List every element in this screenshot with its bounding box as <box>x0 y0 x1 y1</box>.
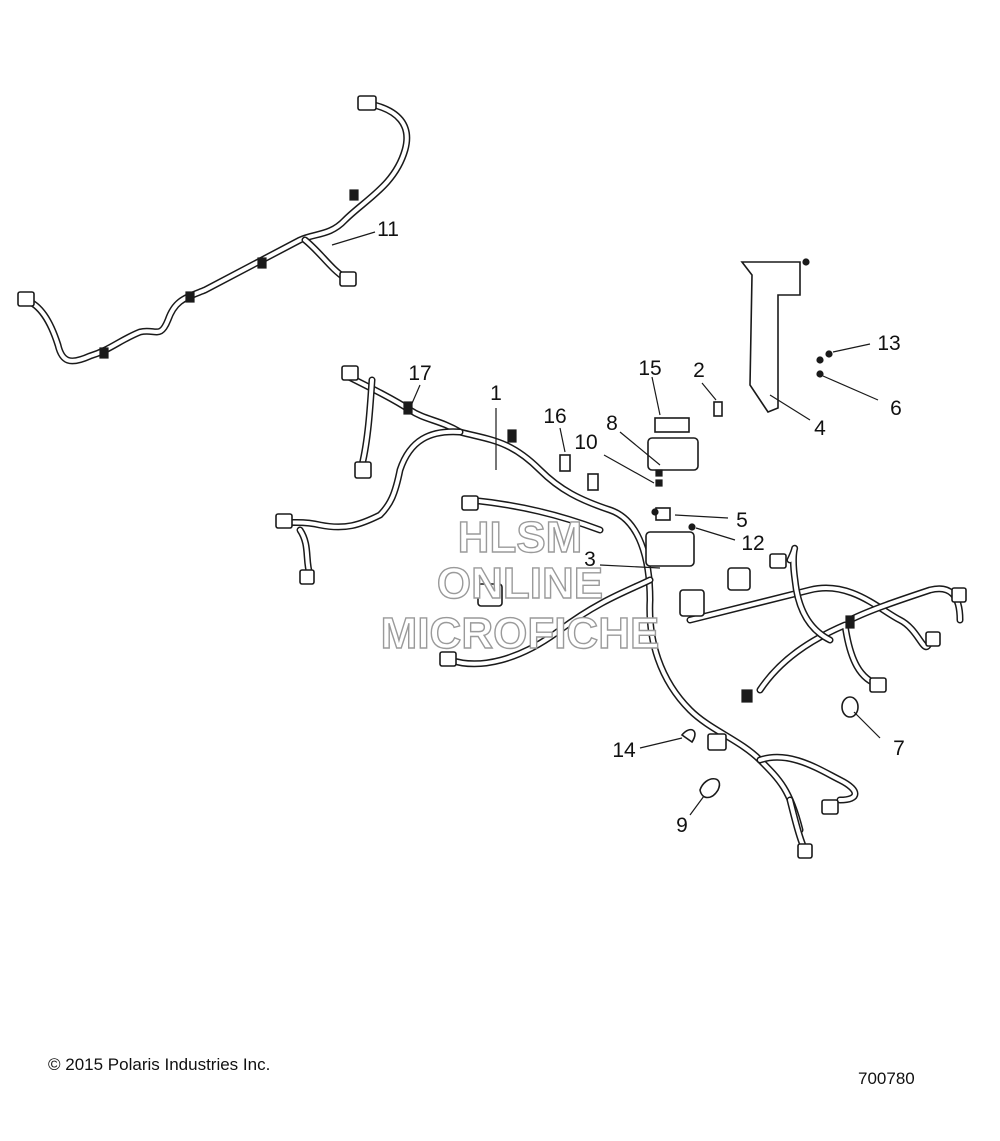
rear-connector-left <box>17 291 35 307</box>
connector <box>275 513 293 529</box>
rear-connector-right <box>339 271 357 287</box>
clip <box>680 728 696 744</box>
callout-7: 7 <box>893 737 905 760</box>
connector <box>925 631 941 647</box>
leader-14 <box>639 737 683 749</box>
callout-3: 3 <box>584 548 596 571</box>
leader-10 <box>603 454 655 484</box>
leader-13 <box>832 343 871 353</box>
harness-clip <box>741 689 753 703</box>
leader-12 <box>695 527 736 541</box>
callout-12: 12 <box>741 532 764 555</box>
leader-17 <box>409 384 421 409</box>
connector <box>707 733 727 751</box>
harness-clip <box>185 291 195 303</box>
copyright-text: © 2015 Polaris Industries Inc. <box>48 1055 270 1074</box>
harness-clip <box>257 257 267 269</box>
connector <box>797 843 813 859</box>
harness-clip <box>349 189 359 201</box>
leader-3 <box>599 564 661 569</box>
callout-8: 8 <box>606 412 618 435</box>
leader-7 <box>853 711 881 739</box>
screw <box>651 508 659 516</box>
connector <box>769 553 787 569</box>
callout-10: 10 <box>574 431 597 454</box>
screw <box>816 370 824 378</box>
harness-clip <box>403 401 413 415</box>
harness-clip <box>845 615 855 629</box>
relay-part <box>655 507 671 521</box>
fuse-box-cover <box>647 437 699 471</box>
callout-5: 5 <box>736 509 748 532</box>
callout-4: 4 <box>814 417 826 440</box>
callout-9: 9 <box>676 814 688 837</box>
callouts: 1 2 3 4 5 6 7 8 9 10 11 12 13 14 15 16 1… <box>377 218 905 837</box>
leader-6 <box>822 375 879 401</box>
rear-harness <box>17 95 411 365</box>
connector-large <box>727 567 751 591</box>
connector <box>869 677 887 693</box>
callout-1: 1 <box>490 382 502 405</box>
callout-2: 2 <box>693 359 705 382</box>
callout-14: 14 <box>612 739 636 762</box>
screw <box>802 258 810 266</box>
bracket-group <box>740 258 879 421</box>
watermark-line1: HLSM <box>458 513 583 562</box>
connector <box>951 587 967 603</box>
document-number: 700780 <box>858 1069 915 1088</box>
connector <box>821 799 839 815</box>
harness-clip <box>507 429 517 443</box>
leader-2 <box>701 382 717 401</box>
rear-connector-top <box>357 95 377 111</box>
callout-15: 15 <box>638 357 661 380</box>
leader-5 <box>674 514 729 519</box>
harness-clip <box>99 347 109 359</box>
callout-17: 17 <box>408 362 431 385</box>
connector <box>299 569 315 585</box>
screw <box>688 523 696 531</box>
relay-pin <box>655 479 663 487</box>
watermark-line3: MICROFICHE <box>381 609 660 658</box>
leader-16 <box>559 427 566 453</box>
main-harness <box>275 365 967 859</box>
connector-large <box>679 589 705 617</box>
fuse-box-base <box>645 531 695 567</box>
callout-13: 13 <box>877 332 900 355</box>
connector <box>341 365 359 381</box>
leader-11 <box>331 231 376 246</box>
connector <box>439 651 457 667</box>
small-parts <box>639 696 881 816</box>
leader-15 <box>651 376 661 416</box>
callout-6: 6 <box>890 397 902 420</box>
connector <box>461 495 479 511</box>
cap <box>699 777 721 799</box>
nut <box>825 350 833 358</box>
watermark: HLSM ONLINE MICROFICHE <box>380 512 660 658</box>
callout-11: 11 <box>377 218 399 241</box>
watermark-line2: ONLINE <box>437 559 603 608</box>
leader-9 <box>689 795 705 816</box>
leader-4 <box>769 394 811 421</box>
fuse-part <box>587 473 599 491</box>
fuse-box-group <box>559 376 736 569</box>
fuse-label <box>654 417 690 433</box>
mounting-bracket <box>740 261 801 413</box>
fuse-part <box>559 454 571 472</box>
fuse-part <box>713 401 723 417</box>
relay-pin <box>655 469 663 477</box>
connector <box>354 461 372 479</box>
leader-8 <box>619 431 661 466</box>
connector-large <box>477 583 503 607</box>
bolt <box>816 356 824 364</box>
callout-16: 16 <box>543 405 566 428</box>
